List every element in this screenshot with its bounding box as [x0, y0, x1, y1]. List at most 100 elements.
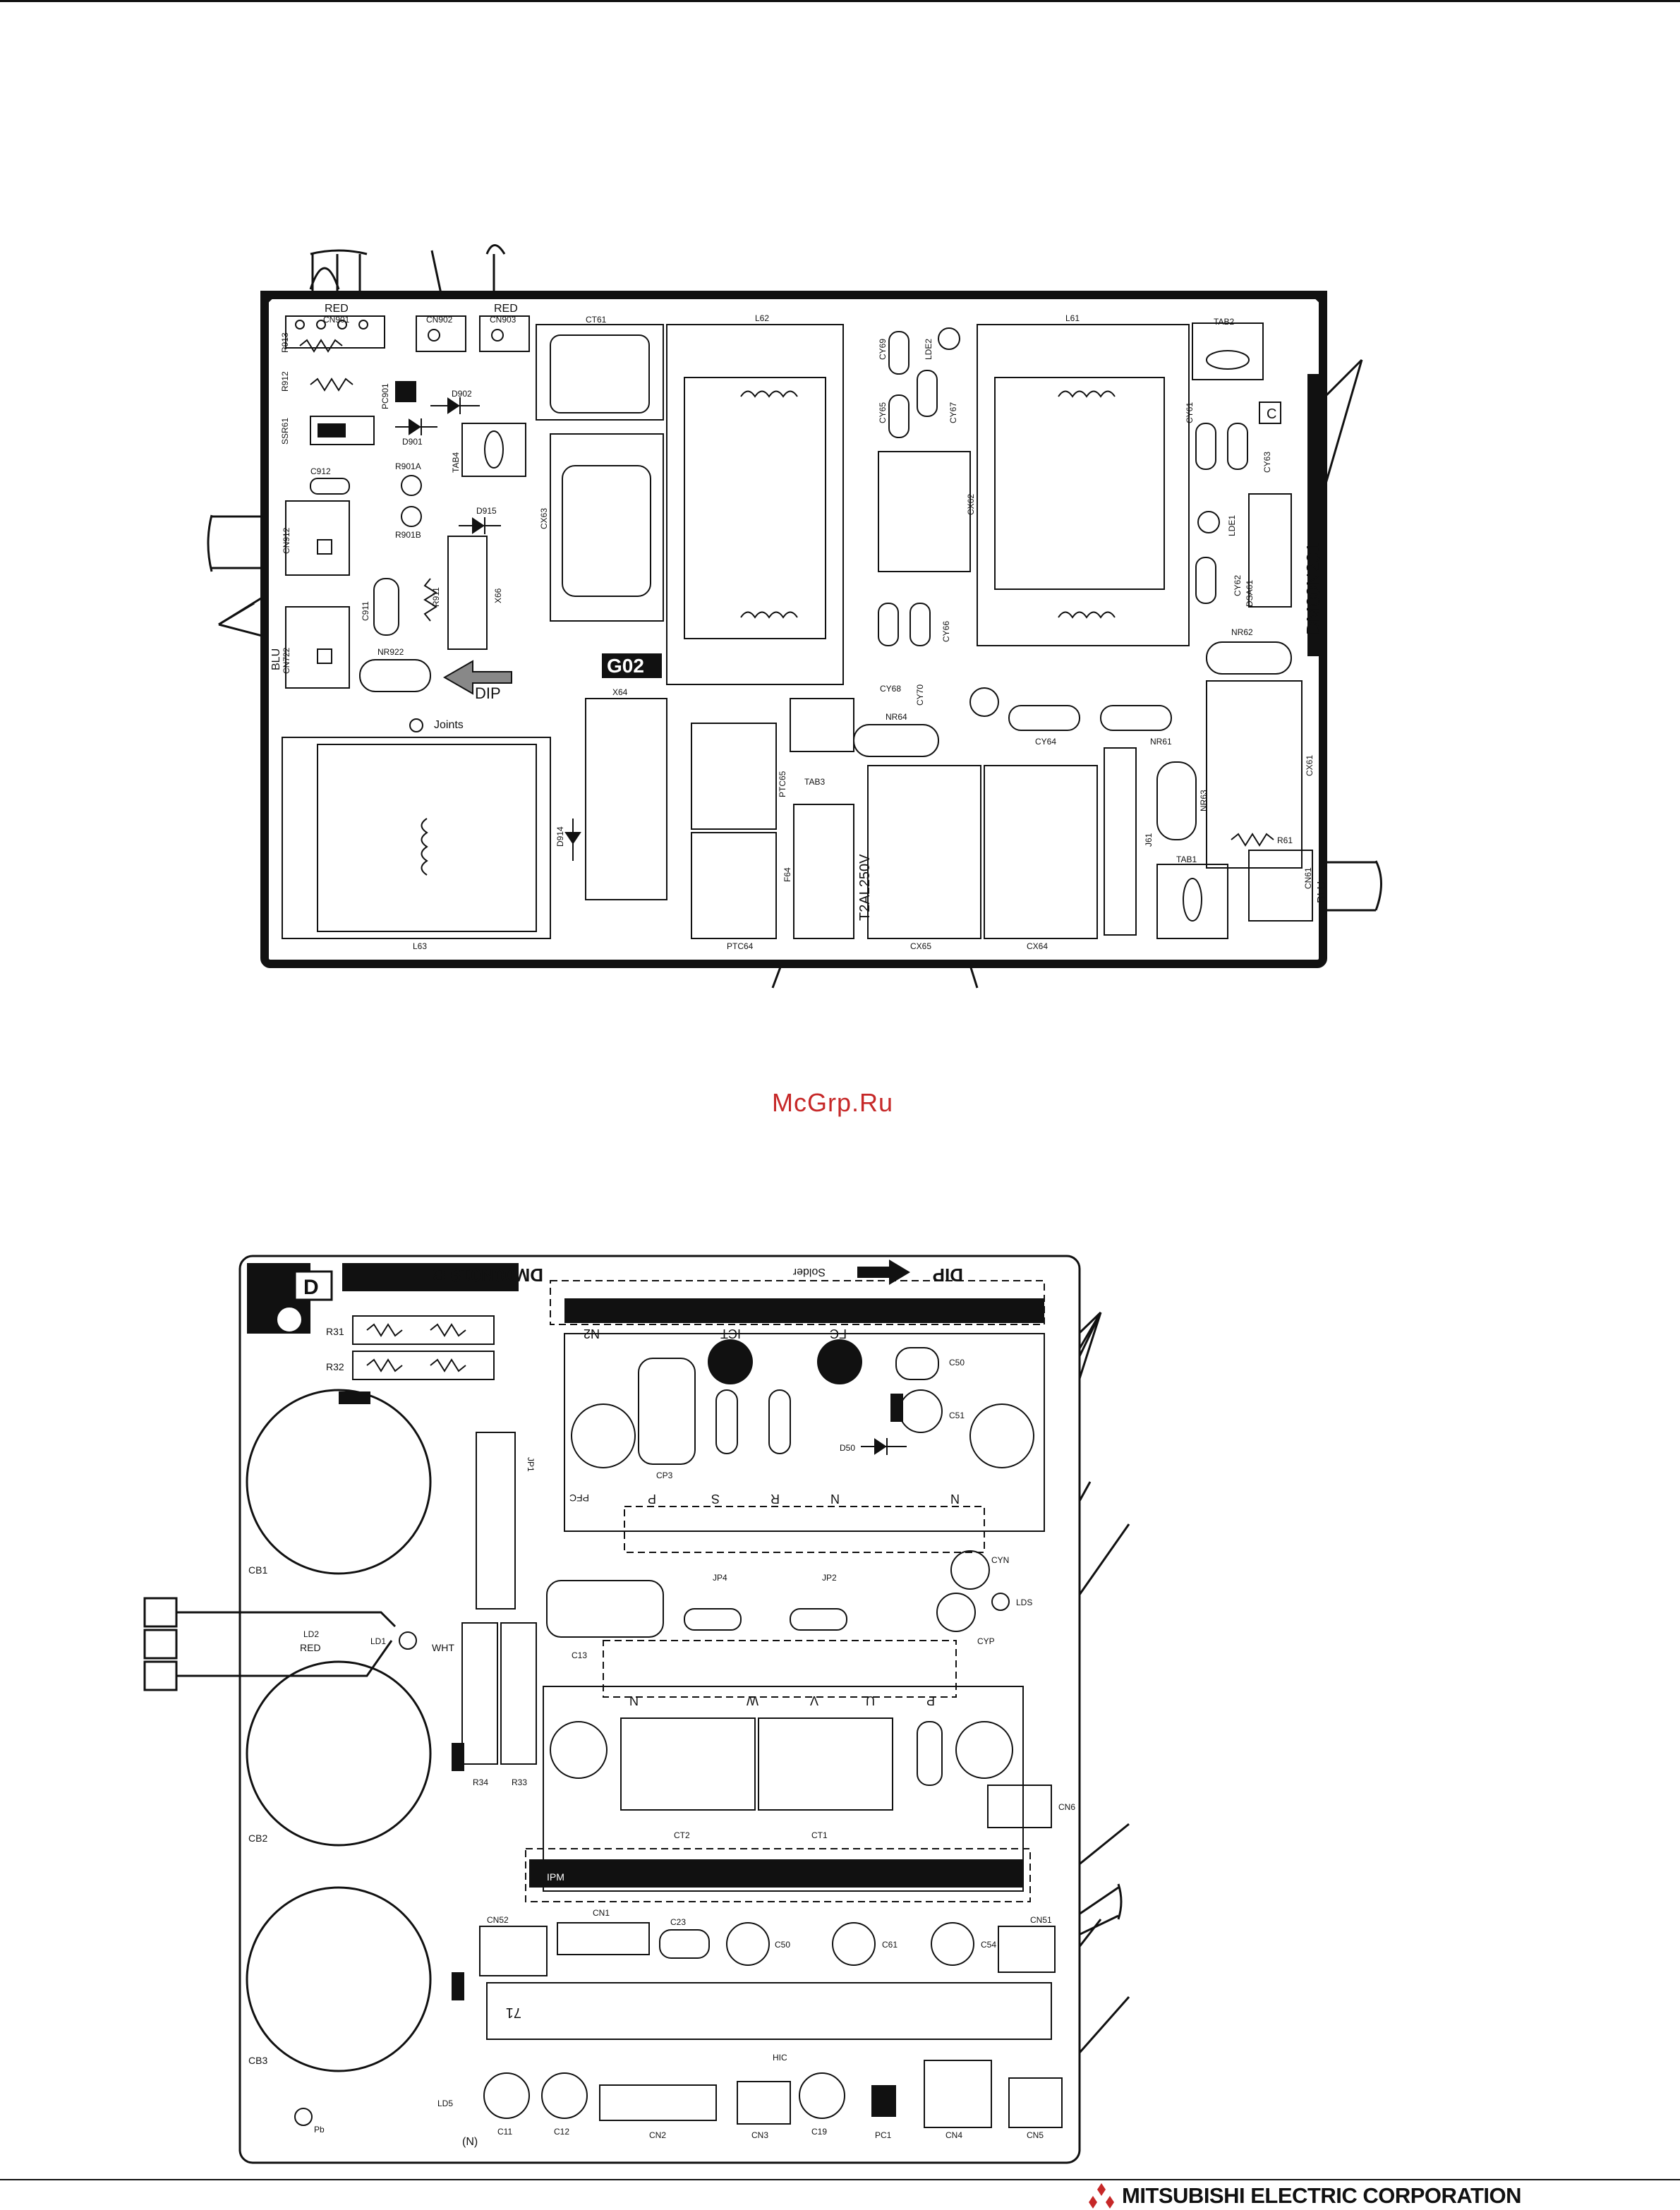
board2-id: DM00N019 B: [432, 1264, 543, 1286]
label-r34: R34: [473, 1777, 488, 1787]
thermistor-ptc65: [691, 723, 777, 830]
label-l61: L61: [1065, 313, 1080, 323]
label-cp3: CP3: [656, 1471, 673, 1480]
label-n-top1: N: [830, 1492, 840, 1506]
ssr61-body: [310, 416, 375, 445]
label-cn902: CN902: [426, 315, 453, 325]
diode-d902: [430, 397, 480, 414]
label-blu-1: BLU: [270, 648, 282, 670]
label-cn5: CN5: [1027, 2130, 1044, 2140]
label-cn3: CN3: [751, 2130, 768, 2140]
label-tab2: TAB2: [1214, 317, 1234, 327]
resistor-r912: [310, 378, 353, 392]
label-r901a: R901A: [395, 461, 421, 471]
label-red-2: RED: [494, 303, 518, 315]
label-ict: ICT: [720, 1327, 741, 1341]
board2-diagram: D DM00N019 B Solder DIP R31 R32 CB1 CB2 …: [143, 1255, 1130, 2164]
capacitor-cb2: [246, 1660, 432, 1847]
label-p-top: P: [648, 1492, 656, 1506]
label-pb: Pb: [314, 2125, 325, 2134]
diode-d50: [861, 1438, 907, 1455]
label-u: U: [866, 1693, 875, 1708]
label-ic71: 71: [506, 2005, 521, 2020]
label-ct2: CT2: [674, 1830, 690, 1840]
label-lds: LDS: [1016, 1598, 1032, 1607]
label-ld1: LD1: [370, 1636, 386, 1646]
footer-brand-name: MITSUBISHI ELECTRIC CORPORATION: [1122, 2183, 1522, 2208]
capacitor-cb3: [246, 1886, 432, 2072]
label-cn6: CN6: [1058, 1802, 1075, 1812]
connector-cn2: [599, 2084, 717, 2121]
label-c54: C54: [981, 1940, 996, 1950]
label-r911: R911: [431, 587, 441, 607]
connector-cn61: [1248, 850, 1313, 922]
board1-diagram: DM00N201 RED CN901 CN902 RED CN903 R913 …: [207, 244, 1382, 989]
label-c61: C61: [882, 1940, 898, 1950]
inductor-l63: [282, 737, 551, 939]
label-r31: R31: [326, 1326, 344, 1337]
capacitor-cb1: [246, 1389, 432, 1575]
thermistor-ptc64: [691, 832, 777, 939]
ic-71: [486, 1982, 1052, 2040]
label-d50: D50: [840, 1443, 855, 1453]
label-nr61: NR61: [1150, 737, 1172, 747]
bottom-rule: [0, 2179, 1680, 2180]
label-fuse-rating: T2AL250V: [857, 854, 873, 921]
label-c-mark: C: [1267, 406, 1276, 422]
board2-outline: [238, 1255, 1081, 2164]
board1-id-label: G02: [607, 655, 644, 677]
label-r: R: [770, 1492, 780, 1506]
label-jp1: JP1: [526, 1457, 536, 1472]
label-x64: X64: [612, 687, 628, 697]
label-joints: Joints: [434, 719, 464, 731]
label-cyp: CYP: [977, 1636, 995, 1646]
left-connector: [143, 1597, 397, 1691]
label-dip-2: DIP: [933, 1264, 963, 1286]
label-cn912: CN912: [282, 527, 291, 554]
label-tab3: TAB3: [804, 777, 825, 787]
label-cx64: CX64: [1027, 941, 1048, 951]
tab3-body: [790, 698, 854, 752]
label-r901b: R901B: [395, 530, 421, 540]
capacitor-cx62: [878, 451, 971, 572]
relay-x64: [585, 698, 667, 900]
label-cn722: CN722: [282, 647, 291, 674]
connector-cn722: [285, 606, 350, 689]
label-cx63: CX63: [539, 508, 549, 529]
label-c51: C51: [949, 1411, 965, 1420]
label-r912: R912: [280, 371, 290, 392]
label-c911: C911: [361, 601, 370, 621]
connector-cn3: [737, 2081, 791, 2125]
diode-d901: [395, 418, 437, 435]
label-nr64: NR64: [886, 712, 907, 722]
label-cn903: CN903: [490, 315, 516, 325]
capacitor-cx64: [984, 765, 1098, 939]
label-cy62: CY62: [1233, 575, 1243, 596]
label-d901: D901: [402, 437, 423, 447]
fuse-f64: [793, 804, 854, 939]
resistor-r61: [1231, 833, 1274, 847]
label-ct61: CT61: [586, 315, 607, 325]
label-l63: L63: [413, 941, 427, 951]
label-r61: R61: [1277, 835, 1293, 845]
label-j61: J61: [1144, 833, 1154, 847]
label-nr63: NR63: [1199, 790, 1209, 811]
label-dip-1: DIP: [475, 684, 501, 702]
label-jp4: JP4: [713, 1573, 727, 1583]
varistor-nr922: [359, 659, 431, 692]
board1-id: DM00N201: [1303, 542, 1324, 635]
connector-cn4: [924, 2060, 992, 2128]
diode-d914: [564, 819, 581, 861]
label-cn61: CN61: [1303, 867, 1313, 889]
label-s: S: [711, 1492, 720, 1506]
label-pc901: PC901: [380, 383, 390, 409]
label-cn2: CN2: [649, 2130, 666, 2140]
label-v: V: [810, 1693, 818, 1708]
tab4-body: [461, 423, 526, 477]
label-cy69: CY69: [878, 339, 888, 360]
label-cy66: CY66: [941, 621, 951, 642]
label-cy61: CY61: [1185, 402, 1195, 423]
transformer-ct61: [536, 324, 664, 421]
relay-x66: [447, 536, 488, 650]
label-red-b2: RED: [300, 1642, 321, 1653]
